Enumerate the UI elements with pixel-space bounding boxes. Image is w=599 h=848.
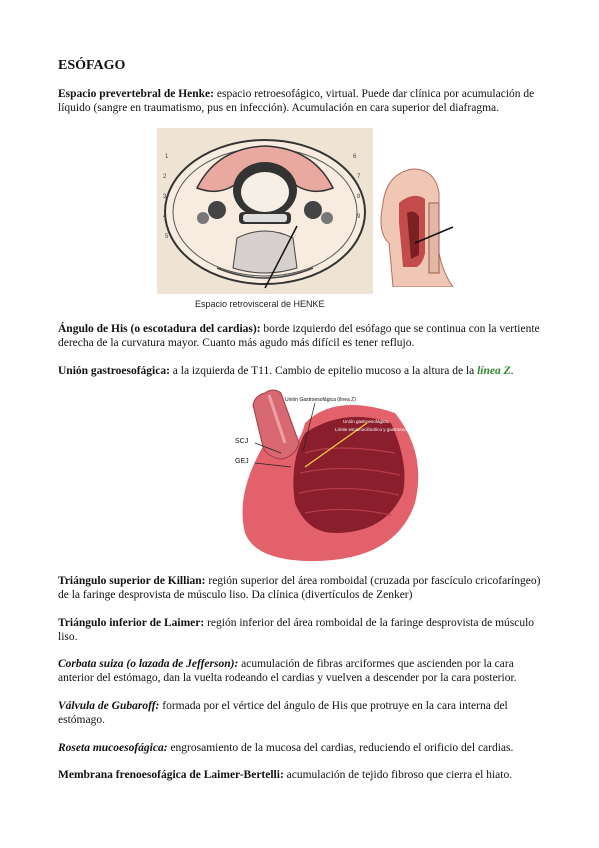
text-gubaroff: formada por el vértice del ángulo de His…: [58, 700, 508, 726]
svg-text:9: 9: [357, 214, 361, 220]
paragraph-killian: Triángulo superior de Killian: región su…: [58, 574, 544, 602]
henke-cross-section-figure: 1 2 3 4 5 6 7 8 9: [157, 128, 373, 294]
svg-text:1: 1: [165, 154, 169, 160]
term-henke: Espacio prevertebral de Henke:: [58, 88, 214, 100]
term-laimer: Triángulo inferior de Laimer:: [58, 617, 205, 629]
term-killian: Triángulo superior de Killian:: [58, 575, 206, 587]
paragraph-gubaroff: Válvula de Gubaroff: formada por el vért…: [58, 699, 544, 727]
figure1-caption: Espacio retrovisceral de HENKE: [195, 299, 325, 309]
text-his: borde izquierdo del esófago que se conti…: [58, 323, 540, 349]
figure2-label-gej: GEJ: [235, 458, 249, 465]
paragraph-roseta: Roseta mucoesofágica: engrosamiento de l…: [58, 741, 544, 755]
term-roseta: Roseta mucoesofágica:: [58, 742, 168, 754]
term-his: Ángulo de His (o escotadura del cardias)…: [58, 323, 261, 335]
svg-text:7: 7: [357, 174, 361, 180]
highlight-linea-z: línea Z: [477, 365, 511, 377]
paragraph-corbata: Corbata suiza (o lazada de Jefferson): a…: [58, 657, 544, 685]
figure2-label-right1: Unión gastroesofágica,: [343, 419, 389, 424]
paragraph-union: Unión gastroesofágica: a la izquierda de…: [58, 364, 544, 378]
paragraph-his: Ángulo de His (o escotadura del cardias)…: [58, 322, 544, 350]
figure2-label-top: Unión Gastroesofágica (línea Z): [285, 397, 356, 403]
svg-text:6: 6: [353, 154, 357, 160]
paragraph-membrana: Membrana frenoesofágica de Laimer-Bertel…: [58, 768, 544, 782]
term-membrana: Membrana frenoesofágica de Laimer-Bertel…: [58, 769, 284, 781]
text-union-end: .: [510, 365, 514, 377]
svg-text:2: 2: [163, 174, 167, 180]
gastroesophageal-junction-figure: Unión Gastroesofágica (línea Z) Unión ga…: [195, 383, 425, 563]
text-henke: espacio retroesofágico, virtual. Puede d…: [58, 88, 535, 114]
text-killian: región superior del área romboidal (cruz…: [58, 575, 541, 601]
term-union: Unión gastroesofágica:: [58, 365, 170, 377]
sagittal-head-figure: [373, 163, 457, 288]
text-membrana: acumulación de tejido fibroso que cierra…: [283, 769, 513, 781]
svg-text:3: 3: [163, 194, 167, 200]
svg-text:5: 5: [165, 234, 169, 240]
term-corbata: Corbata suiza (o lazada de Jefferson):: [58, 658, 239, 670]
text-laimer: región inferior del área romboidal de la…: [58, 617, 535, 643]
svg-text:4: 4: [163, 214, 167, 220]
figure2-label-scj: SCJ: [235, 438, 248, 445]
svg-text:8: 8: [357, 194, 361, 200]
figure2-label-right2: Límite escamocilíndrico y gastroesofágic…: [335, 427, 419, 432]
page-title: ESÓFAGO: [58, 58, 126, 73]
text-union: a la izquierda de T11. Cambio de epiteli…: [169, 365, 478, 377]
text-corbata: acumulación de fibras arciformes que asc…: [58, 658, 517, 684]
paragraph-laimer: Triángulo inferior de Laimer: región inf…: [58, 616, 544, 644]
paragraph-henke: Espacio prevertebral de Henke: espacio r…: [58, 87, 544, 115]
text-roseta: engrosamiento de la mucosa del cardias, …: [167, 742, 514, 754]
term-gubaroff: Válvula de Gubaroff:: [58, 700, 160, 712]
